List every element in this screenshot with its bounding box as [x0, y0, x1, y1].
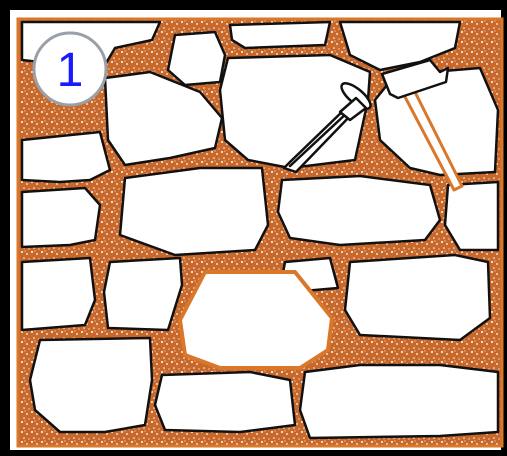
stone: [22, 258, 95, 330]
step-badge: 1: [34, 33, 106, 105]
stone: [104, 258, 182, 330]
stone: [120, 168, 268, 255]
stone: [445, 182, 498, 250]
stone: [278, 176, 440, 245]
stone: [230, 22, 330, 48]
stone: [22, 132, 110, 182]
stone: [168, 32, 225, 85]
stone: [300, 365, 498, 438]
stone: [345, 255, 490, 340]
step-number: 1: [57, 44, 84, 97]
stone: [22, 188, 100, 247]
stone: [155, 372, 295, 432]
stone: [30, 338, 152, 432]
